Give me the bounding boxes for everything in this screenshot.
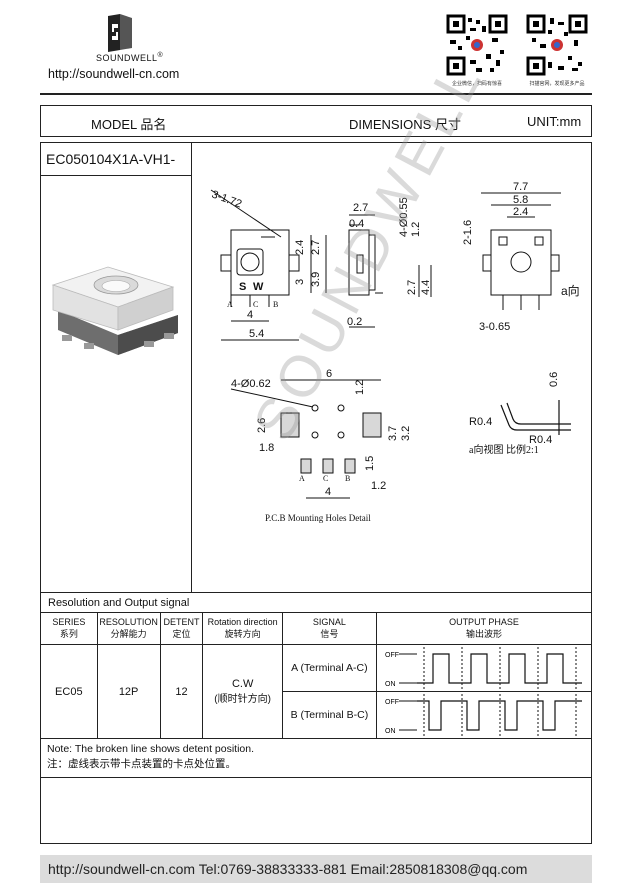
front-mark-s: S [239,281,246,293]
note: Note: The broken line shows detent posit… [47,742,254,772]
pcb-dim-5: 1.8 [259,442,274,454]
detail-caption: a向视图 比例2:1 [469,443,539,456]
pcb-pin-c: C [323,474,328,483]
header-url[interactable]: http://soundwell-cn.com [48,67,180,81]
rear-view [481,192,561,310]
qr-code-wechat[interactable] [446,14,508,76]
rear-dim-3: 2.4 [513,206,528,218]
pcb-dim-10: 4 [325,486,331,498]
front-mark-w: W [253,281,264,293]
qr-code-website[interactable] [526,14,588,76]
front-dim-6: 4 [247,309,253,321]
front-dim-2: 2.4 [294,240,306,255]
pcb-dim-4: 2.6 [256,418,268,433]
side-dim-6: 4.4 [420,280,432,295]
note-divider [40,777,592,778]
pcb-dim-2: 6 [326,368,332,380]
pcb-pin-a: A [299,474,305,483]
side-dim-3: 4-Ø0.55 [398,197,410,237]
detail-dim-1: 0.6 [548,372,560,387]
front-dim-5: 3.9 [310,272,322,287]
svg-text:OFF: OFF [385,699,399,706]
model-header-row: MODEL 品名 DIMENSIONS 尺寸 UNIT:mm [40,105,592,137]
pcb-dim-1: 4-Ø0.62 [231,378,271,390]
front-pin-c: C [253,300,258,309]
front-view [210,189,327,341]
cell-detent: 12 [159,644,204,739]
note-en: Note: The broken line shows detent posit… [47,743,255,755]
dimension-drawings: 3-1.72 2.4 2.7 3 3.9 4 5.4 S W A C B 2.7… [191,175,590,592]
front-dim-7: 5.4 [249,328,264,340]
soundwell-logo [90,14,150,66]
detail-dim-3: R0.4 [529,434,552,446]
part-number-cell: EC050104X1A-VH1- [40,142,191,176]
model-label: MODEL 品名 [91,117,167,132]
qr-caption-wechat: 企业微信，扫码有惊喜 [451,81,502,87]
rear-dim-1: 7.7 [513,181,528,193]
pcb-caption: P.C.B Mounting Holes Detail [265,513,371,523]
side-view [348,214,432,328]
waveform-b: OFF ON [376,691,592,739]
cell-resolution: 12P [96,644,161,739]
pcb-dim-6: 3.7 [387,426,399,441]
side-dim-4: 1.2 [410,222,422,237]
qr-caption-website: 扫描官网，发现更多产品 [529,81,585,87]
front-dim-4: 3 [294,279,306,285]
side-dim-7: 0.2 [347,316,362,328]
pcb-pin-b: B [345,474,350,483]
cell-signal-b: B (Terminal B-C) [281,691,378,739]
side-dim-1: 2.7 [353,202,368,214]
part-number: EC050104X1A-VH1- [46,151,176,167]
left-column [40,142,192,592]
rear-dim-4: 2-1.6 [462,220,474,245]
svg-text:ON: ON [385,728,396,735]
side-dim-2: 0.4 [349,218,364,230]
spec-sheet-body [40,142,592,844]
dimensions-label: DIMENSIONS 尺寸 [349,117,461,132]
footer-bar: http://soundwell-cn.com Tel:0769-3883333… [40,855,592,883]
terminal-detail [500,400,571,435]
footer-contact[interactable]: http://soundwell-cn.com Tel:0769-3883333… [48,861,528,877]
waveform-a: OFF ON [376,644,592,692]
brand-name: SOUNDWELL® [96,52,164,63]
cell-signal-a: A (Terminal A-C) [281,644,378,692]
header-divider [40,93,592,95]
pcb-dim-8: 1.5 [364,456,376,471]
svg-text:ON: ON [385,681,396,688]
side-dim-5: 2.7 [406,280,418,295]
product-image [48,255,188,365]
front-dim-1: 3-1.72 [210,189,243,211]
front-pin-b: B [273,300,278,309]
pcb-dim-3: 1.2 [354,380,366,395]
svg-text:OFF: OFF [385,652,399,659]
note-cn: 注：虚线表示带卡点装置的卡点处位置。 [47,758,236,770]
pcb-layout [230,379,382,499]
front-pin-a: A [227,300,233,309]
pcb-dim-9: 1.2 [371,480,386,492]
detail-dim-2: R0.4 [469,416,492,428]
cell-rotation: C.W(顺时针方向) [202,644,283,739]
rear-dim-2: 5.8 [513,194,528,206]
rear-dim-5: 3-0.65 [479,321,510,333]
unit-label: UNIT:mm [527,114,582,129]
signal-table-title: Resolution and Output signal [40,592,592,613]
cell-series: EC05 [40,644,98,739]
front-dim-3: 2.7 [310,240,322,255]
pcb-dim-7: 3.2 [400,426,412,441]
rear-view-label: a向 [561,283,580,298]
